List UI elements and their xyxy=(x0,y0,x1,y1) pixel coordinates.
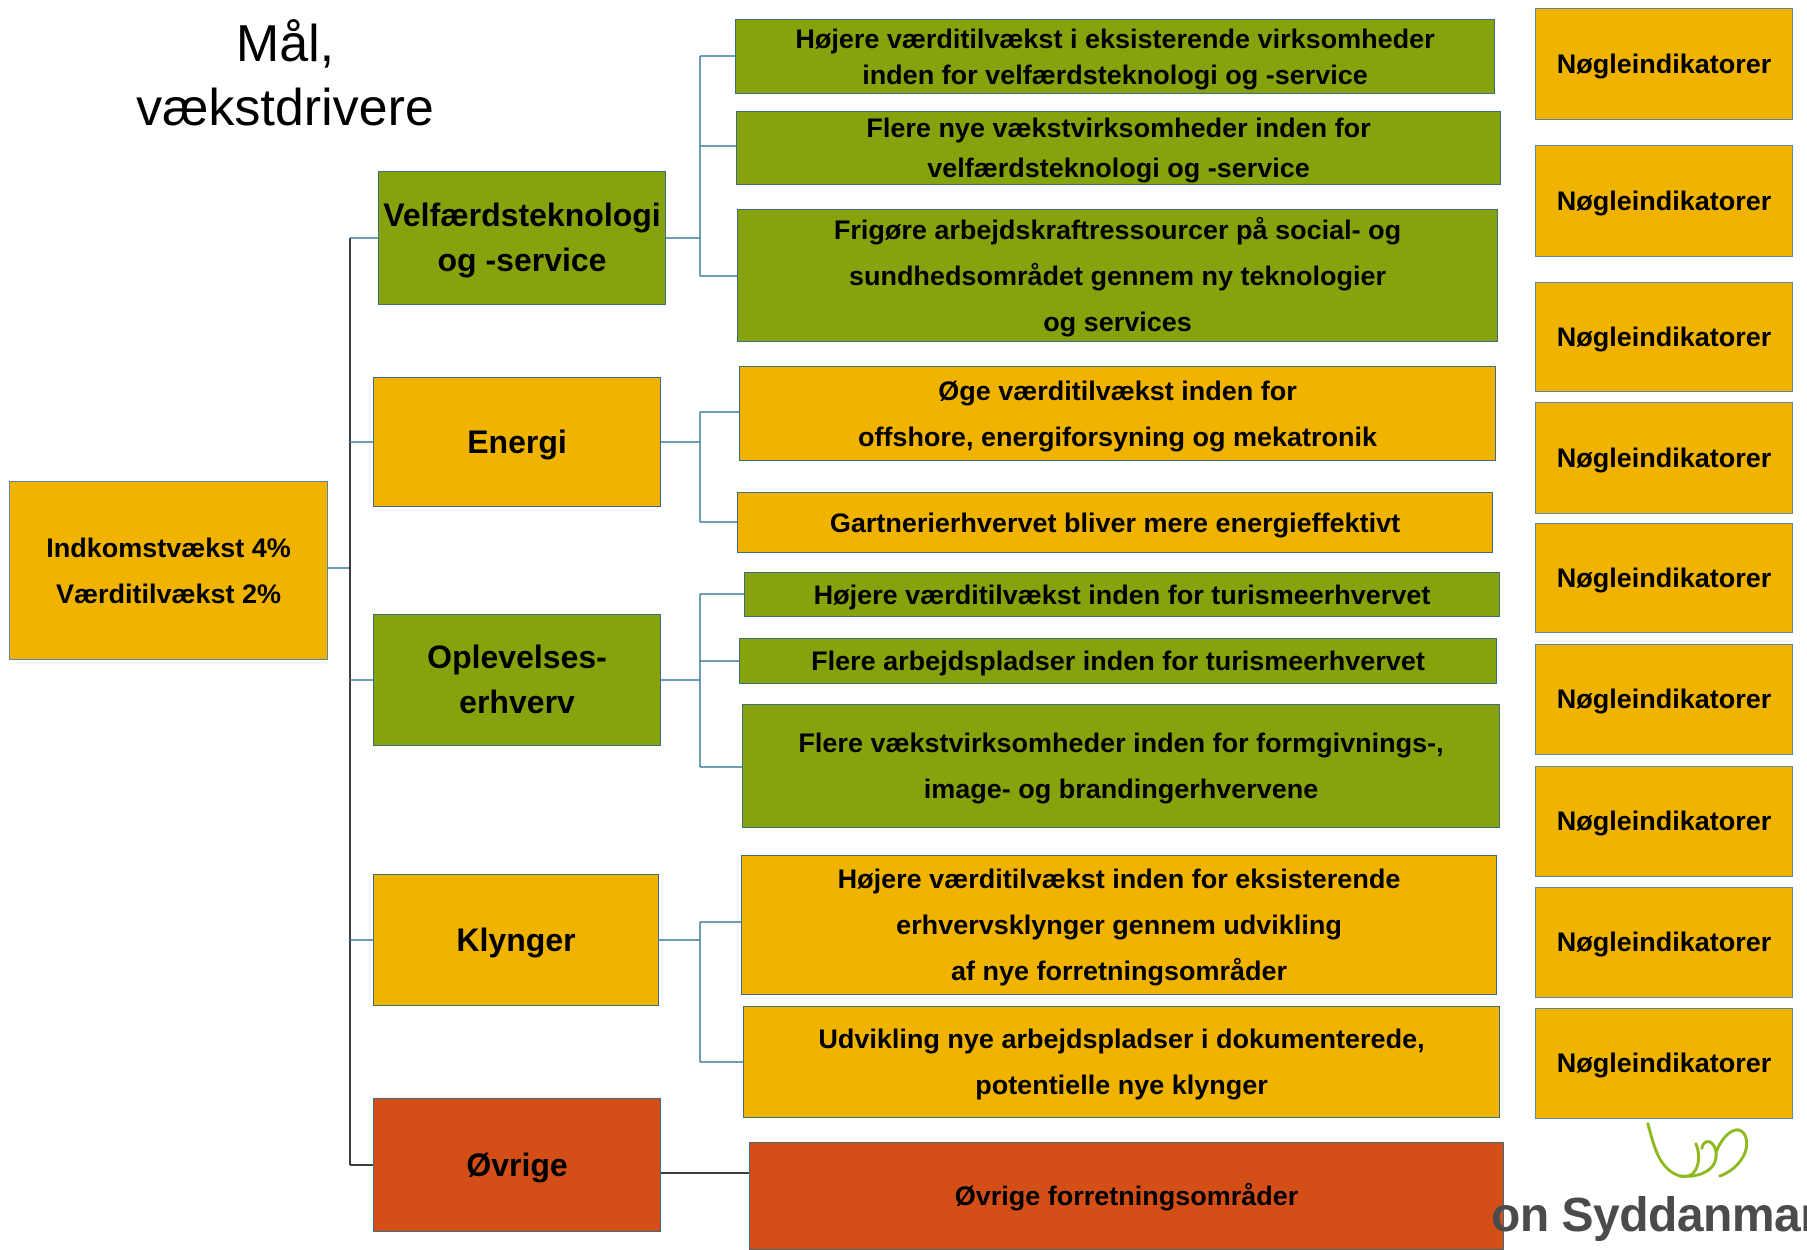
root-goal-label: Indkomstvækst 4% Værditilvækst 2% xyxy=(46,532,291,609)
goal-box: Højere værditilvækst inden for eksistere… xyxy=(741,855,1497,995)
key-indicators-box: Nøgleindikatorer xyxy=(1535,766,1793,877)
key-indicators-label: Nøgleindikatorer xyxy=(1556,562,1772,593)
goal-label: Frigøre arbejdskraftressourcer på social… xyxy=(833,214,1402,337)
key-indicators-box: Nøgleindikatorer xyxy=(1535,644,1793,755)
category-label: Øvrige xyxy=(466,1146,568,1183)
diagram-title: Mål, vækstdrivere xyxy=(136,15,434,137)
category-label: Oplevelses- erhverv xyxy=(427,639,607,720)
goal-label: Øge værditilvækst inden for offshore, en… xyxy=(857,375,1378,452)
key-indicators-label: Nøgleindikatorer xyxy=(1556,806,1772,836)
goal-box: Gartnerierhvervet bliver mere energieffe… xyxy=(737,492,1493,553)
goal-box: Frigøre arbejdskraftressourcer på social… xyxy=(737,209,1498,342)
goal-box: Øvrige forretningsområder xyxy=(749,1142,1504,1250)
category-label: Velfærdsteknologi og -service xyxy=(383,197,661,278)
logo: Region Syddanmark xyxy=(1490,1180,1807,1250)
goal-label: Øvrige forretningsområder xyxy=(954,1181,1299,1211)
key-indicators-label: Nøgleindikatorer xyxy=(1556,321,1772,352)
category-klynger: Klynger xyxy=(373,874,659,1006)
goal-label: Højere værditilvækst inden for eksistere… xyxy=(837,864,1401,986)
root-goal-box: Indkomstvækst 4% Værditilvækst 2% xyxy=(9,481,328,660)
category-energi: Energi xyxy=(373,377,661,507)
key-indicators-box: Nøgleindikatorer xyxy=(1535,1008,1793,1119)
goal-label: Udvikling nye arbejdspladser i dokumente… xyxy=(818,1024,1425,1100)
goal-label: Flere vækstvirksomheder inden for formgi… xyxy=(798,728,1444,804)
category-velfaerdsteknologi: Velfærdsteknologi og -service xyxy=(378,171,666,305)
goal-label: Flere nye vækstvirksomheder inden for ve… xyxy=(866,113,1371,183)
goal-label: Gartnerierhvervet bliver mere energieffe… xyxy=(829,507,1401,538)
goal-box: Højere værditilvækst i eksisterende virk… xyxy=(735,19,1495,94)
category-ovrige: Øvrige xyxy=(373,1098,661,1232)
goal-label: Højere værditilvækst inden for turismeer… xyxy=(813,579,1431,610)
key-indicators-box: Nøgleindikatorer xyxy=(1535,282,1793,392)
category-oplevelseserhverv: Oplevelses- erhverv xyxy=(373,614,661,746)
region-syddanmark-logo-mark-icon xyxy=(1646,1122,1749,1178)
key-indicators-label: Nøgleindikatorer xyxy=(1556,185,1772,216)
key-indicators-box: Nøgleindikatorer xyxy=(1535,8,1793,120)
goal-box: Flere nye vækstvirksomheder inden for ve… xyxy=(736,111,1501,185)
goal-box: Udvikling nye arbejdspladser i dokumente… xyxy=(743,1006,1500,1118)
key-indicators-box: Nøgleindikatorer xyxy=(1535,402,1793,514)
key-indicators-label: Nøgleindikatorer xyxy=(1556,1048,1772,1078)
key-indicators-label: Nøgleindikatorer xyxy=(1556,684,1772,714)
key-indicators-label: Nøgleindikatorer xyxy=(1556,927,1772,957)
goal-box: Flere vækstvirksomheder inden for formgi… xyxy=(742,704,1500,828)
goal-box: Øge værditilvækst inden for offshore, en… xyxy=(739,366,1496,461)
key-indicators-box: Nøgleindikatorer xyxy=(1535,523,1793,633)
category-label: Energi xyxy=(467,423,567,460)
logo-text: Region Syddanmark xyxy=(1490,1189,1807,1242)
category-label: Klynger xyxy=(456,921,576,958)
goal-label: Højere værditilvækst i eksisterende virk… xyxy=(795,23,1435,90)
key-indicators-box: Nøgleindikatorer xyxy=(1535,887,1793,998)
goal-box: Flere arbejdspladser inden for turismeer… xyxy=(739,638,1497,684)
goal-box: Højere værditilvækst inden for turismeer… xyxy=(744,572,1500,617)
key-indicators-box: Nøgleindikatorer xyxy=(1535,145,1793,257)
key-indicators-label: Nøgleindikatorer xyxy=(1556,442,1772,473)
key-indicators-label: Nøgleindikatorer xyxy=(1556,48,1772,79)
goal-label: Flere arbejdspladser inden for turismeer… xyxy=(811,646,1425,676)
